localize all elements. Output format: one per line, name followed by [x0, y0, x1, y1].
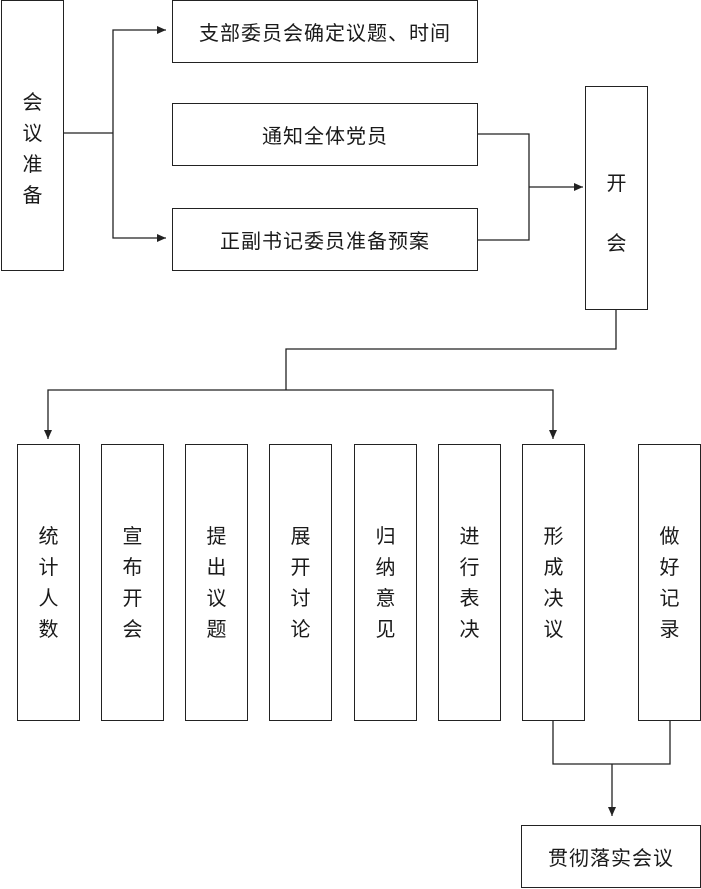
node-step-resolution-label: 形成决议 [543, 524, 564, 641]
node-keep-records: 做好记录 [638, 444, 701, 721]
node-meeting-prep: 会议准备 [1, 0, 64, 271]
edge-plan-to-merge [478, 187, 530, 241]
node-step-summarize: 归纳意见 [354, 444, 417, 721]
node-step-count-attendees: 统计人数 [17, 444, 80, 721]
edge-notify-to-merge [478, 133, 530, 187]
node-notify-members-label: 通知全体党员 [262, 124, 388, 148]
node-step-raise-topic: 提出议题 [185, 444, 248, 721]
edge-prep-to-set-topic [112, 26, 166, 133]
node-step-raise-topic-label: 提出议题 [206, 524, 227, 641]
node-meeting-prep-label: 会议准备 [22, 90, 43, 207]
edge-open-down [285, 310, 617, 390]
node-open-meeting: 开会 [585, 86, 648, 310]
edge-prep-to-plan [112, 133, 166, 242]
node-set-topic: 支部委员会确定议题、时间 [172, 0, 478, 63]
node-step-announce-open: 宣布开会 [101, 444, 164, 721]
node-step-count-attendees-label: 统计人数 [38, 524, 59, 641]
edge-record-down [612, 721, 671, 765]
node-step-discussion: 展开讨论 [269, 444, 332, 721]
node-prepare-plan-label: 正副书记委员准备预案 [220, 229, 430, 253]
edge-step7-down [552, 721, 612, 765]
node-open-meeting-label: 开会 [606, 171, 627, 255]
node-notify-members: 通知全体党员 [172, 103, 478, 166]
node-step-summarize-label: 归纳意见 [375, 524, 396, 641]
node-step-announce-open-label: 宣布开会 [122, 524, 143, 641]
node-keep-records-label: 做好记录 [659, 524, 680, 641]
node-step-discussion-label: 展开讨论 [290, 524, 311, 641]
node-step-resolution: 形成决议 [522, 444, 585, 721]
node-set-topic-label: 支部委员会确定议题、时间 [199, 21, 451, 45]
node-implement-label: 贯彻落实会议 [548, 846, 674, 870]
edge-split-to-step7 [286, 389, 557, 439]
node-implement: 贯彻落实会议 [521, 825, 701, 888]
node-prepare-plan: 正副书记委员准备预案 [172, 208, 478, 271]
edge-split-to-step1 [44, 389, 286, 439]
node-step-vote-label: 进行表决 [459, 524, 480, 641]
node-step-vote: 进行表决 [438, 444, 501, 721]
